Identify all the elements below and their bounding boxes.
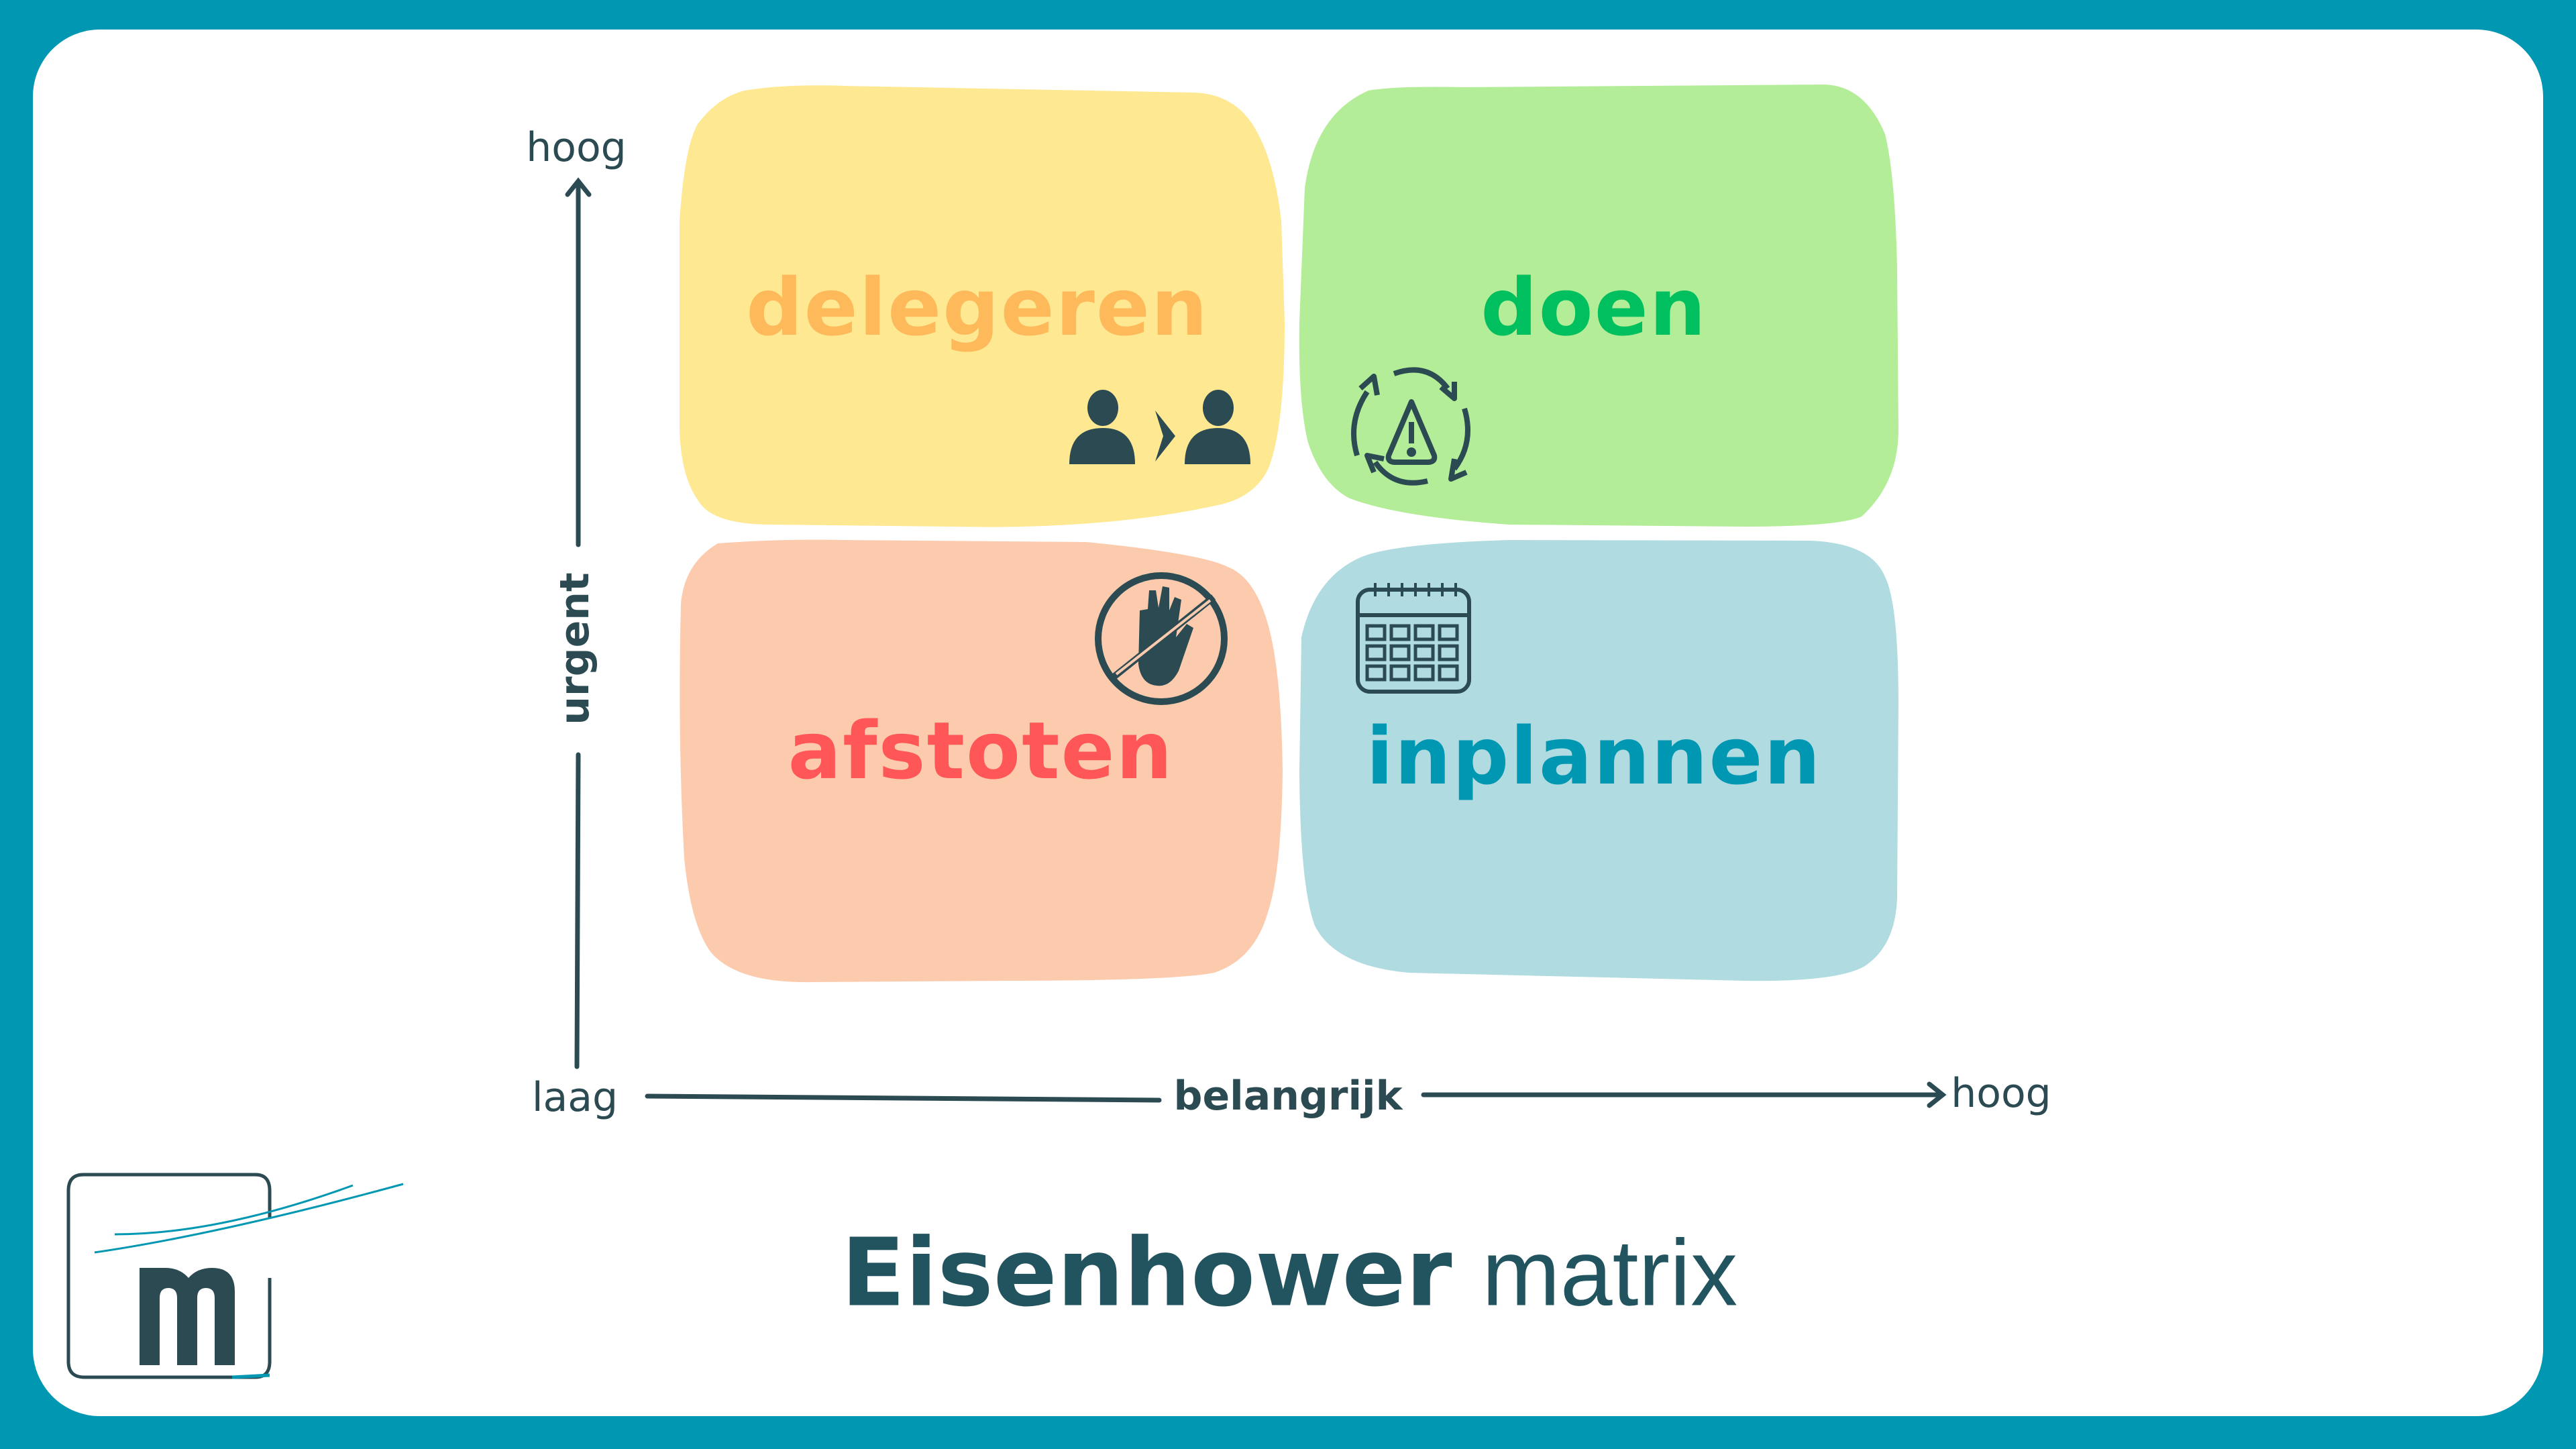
- quadrant-doen-shape: [1299, 85, 1898, 527]
- x-axis-low-label: laag: [531, 1074, 619, 1121]
- cycle-warning-icon: [1351, 367, 1470, 486]
- quadrant-afstoten-label: afstoten: [788, 704, 1174, 797]
- y-axis-label: urgent: [551, 572, 598, 725]
- y-axis-lower-line: [574, 752, 581, 1069]
- x-axis-left-line: [645, 1093, 1162, 1103]
- m-logo: [66, 1173, 404, 1379]
- y-axis-high-label: hoog: [526, 124, 627, 171]
- calendar-icon: [1356, 583, 1471, 694]
- quadrant-delegeren-label: delegeren: [746, 261, 1209, 354]
- quadrant-delegeren-shape: [680, 85, 1285, 527]
- quadrant-doen-label: doen: [1481, 261, 1707, 354]
- slide-card: [33, 30, 2543, 1416]
- x-axis-high-label: hoog: [1951, 1070, 2051, 1117]
- title-bold: Eisenhower: [841, 1218, 1452, 1328]
- quadrant-inplannen-label: inplannen: [1366, 710, 1822, 802]
- stop-hand-icon: [1095, 572, 1228, 705]
- delegate-people-icon: [1069, 390, 1250, 464]
- page-title: Eisenhower matrix: [841, 1219, 1737, 1328]
- title-light: matrix: [1482, 1220, 1738, 1326]
- x-axis-label: belangrijk: [1173, 1073, 1403, 1120]
- quadrant-inplannen-shape: [1299, 540, 1898, 981]
- quadrant-afstoten-shape: [680, 539, 1283, 983]
